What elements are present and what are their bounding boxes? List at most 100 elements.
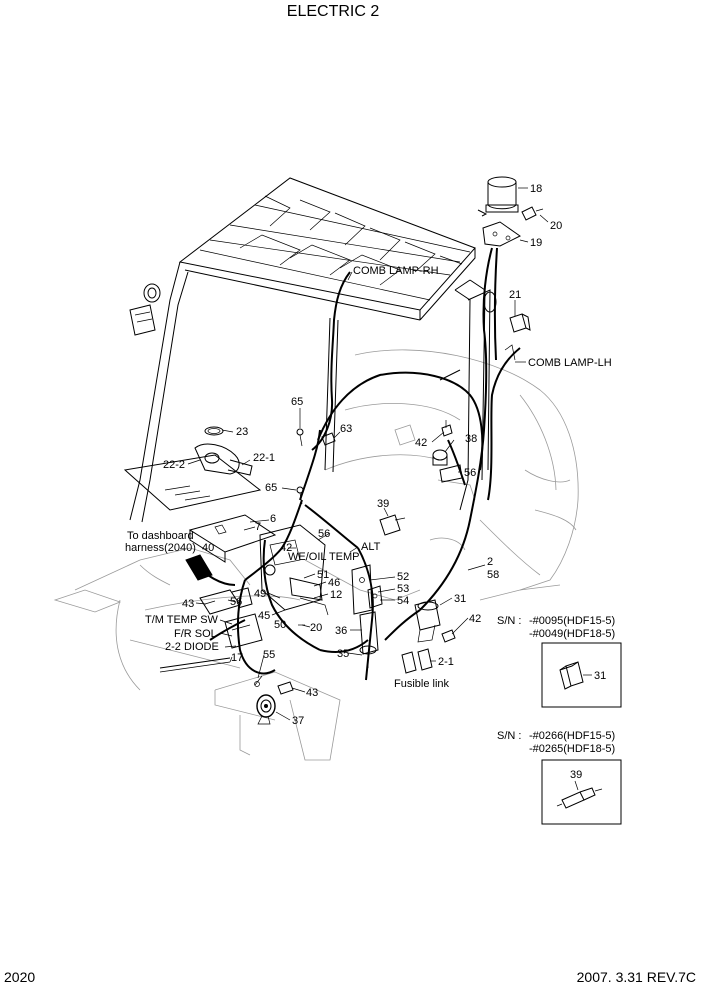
callout-54: 54	[397, 595, 409, 607]
panel-plate-22-2	[123, 454, 262, 511]
callout-43-left: 43	[182, 598, 194, 610]
callout-51: 51	[317, 569, 329, 581]
callout-12: 12	[330, 589, 342, 601]
bolt-43b	[277, 681, 294, 695]
page-number: 2020	[4, 969, 35, 985]
callout-38: 38	[465, 433, 477, 445]
callout-fusible-link: Fusible link	[394, 678, 450, 690]
callout-53: 53	[397, 583, 409, 595]
inset1-frame	[541, 642, 622, 708]
callout-22-2: 22-2	[163, 459, 185, 471]
sensor-38	[432, 449, 448, 466]
callout-43-lower: 43	[306, 687, 318, 699]
clamp-65b	[296, 486, 304, 505]
inset2-sn-line1: -#0266(HDF15-5)	[529, 730, 615, 742]
callout-50: 50	[274, 619, 286, 631]
callout-19: 19	[530, 237, 542, 249]
callout-42-right: 42	[415, 437, 427, 449]
callout-harness-2040: harness(2040)	[125, 542, 196, 554]
bolt-63	[321, 432, 336, 446]
callout-63: 63	[340, 423, 352, 435]
callout-20-lower: 20	[310, 622, 322, 634]
callout-2: 2	[487, 556, 493, 568]
relay-31	[414, 599, 441, 643]
bolt-42c	[441, 629, 456, 643]
beacon-lamp	[477, 176, 519, 217]
callout-56-left: 56	[230, 596, 242, 608]
callout-2-1: 2-1	[438, 656, 454, 668]
callout-40: 40	[202, 542, 214, 554]
callout-58: 58	[487, 569, 499, 581]
inset1-sn-prefix: S/N :	[497, 615, 521, 627]
inset1-sn-line1: -#0095(HDF15-5)	[529, 615, 615, 627]
mount-plate-6	[188, 514, 277, 563]
callout-31: 31	[454, 593, 466, 605]
callout-49: 49	[254, 588, 266, 600]
inset2-frame	[541, 759, 622, 825]
inset2-sn-line2: -#0265(HDF18-5)	[529, 743, 615, 755]
callout-labels: 18 20 19 COMB LAMP-RH 21 COMB LAMP-LH 65…	[125, 183, 612, 727]
callout-56-right: 56	[464, 467, 476, 479]
inset2-part-39: 39	[570, 769, 582, 781]
callout-20: 20	[550, 220, 562, 232]
callout-2-2-diode: 2-2 DIODE	[165, 641, 219, 653]
inset1-relay-drawing	[559, 661, 584, 690]
beacon-bracket	[482, 221, 521, 247]
callout-52: 52	[397, 571, 409, 583]
inset-sensor-39: S/N : -#0266(HDF15-5) -#0265(HDF18-5) 39	[497, 730, 622, 825]
callout-tm-temp-sw: T/M TEMP SW	[145, 614, 219, 626]
switch-bracket-43-56	[199, 587, 253, 615]
dashboard-connector	[185, 554, 213, 581]
callout-55: 55	[263, 649, 275, 661]
beacon-screw	[521, 206, 544, 221]
sensor-cluster	[259, 524, 329, 616]
callout-56-center: 56	[318, 528, 330, 540]
callout-22-1: 22-1	[253, 452, 275, 464]
callout-39: 39	[377, 498, 389, 510]
bracket-56a	[439, 464, 463, 483]
bolt-42a	[441, 420, 453, 437]
callout-alt: ALT	[361, 541, 381, 553]
switch-22-1	[194, 443, 253, 476]
callout-comb-lamp-lh: COMB LAMP-LH	[528, 357, 612, 369]
fusible-link-2-1	[401, 648, 433, 674]
diode-17	[159, 657, 231, 673]
fr-solenoid-bracket	[224, 613, 263, 649]
callout-35: 35	[337, 648, 349, 660]
horn-37	[256, 694, 276, 725]
comb-lamp-lh-bracket	[483, 291, 516, 361]
sensor-39	[379, 514, 406, 536]
callout-17: 17	[231, 652, 243, 664]
fuse-block-53-54	[367, 585, 383, 609]
callout-6: 6	[270, 513, 276, 525]
inset2-sensor-drawing	[556, 780, 603, 809]
switch-bracket-52	[351, 564, 373, 615]
bolt-55	[254, 675, 263, 687]
callout-42-lower: 42	[469, 613, 481, 625]
revision-stamp: 2007. 3.31 REV.7C	[577, 969, 696, 985]
callout-fr-sol: F/R SOL	[174, 628, 217, 640]
callout-42-center: 42	[280, 542, 292, 554]
inset1-sn-line2: -#0049(HDF18-5)	[529, 628, 615, 640]
clamp-65a	[296, 428, 304, 447]
callout-65-mid: 65	[265, 482, 277, 494]
callout-21: 21	[509, 289, 521, 301]
starter-36-35	[359, 611, 379, 668]
callout-we-oil-temp: WE/OIL TEMP	[288, 551, 360, 563]
inset2-sn-prefix: S/N :	[497, 730, 521, 742]
callout-18: 18	[530, 183, 542, 195]
callout-7: 7	[255, 521, 261, 533]
inset1-part-31: 31	[594, 670, 606, 682]
callout-46: 46	[328, 577, 340, 589]
connector-21	[509, 313, 531, 333]
forklift-body-outline	[53, 349, 579, 761]
callout-45: 45	[258, 610, 270, 622]
inset-relay-31: S/N : -#0095(HDF15-5) -#0049(HDF18-5) 31	[497, 615, 622, 708]
callout-23: 23	[236, 426, 248, 438]
callout-to-dashboard: To dashboard	[127, 530, 194, 542]
ring-23	[204, 426, 224, 436]
wire-harness	[189, 247, 521, 681]
callout-36: 36	[335, 625, 347, 637]
left-work-lamp	[129, 283, 161, 336]
